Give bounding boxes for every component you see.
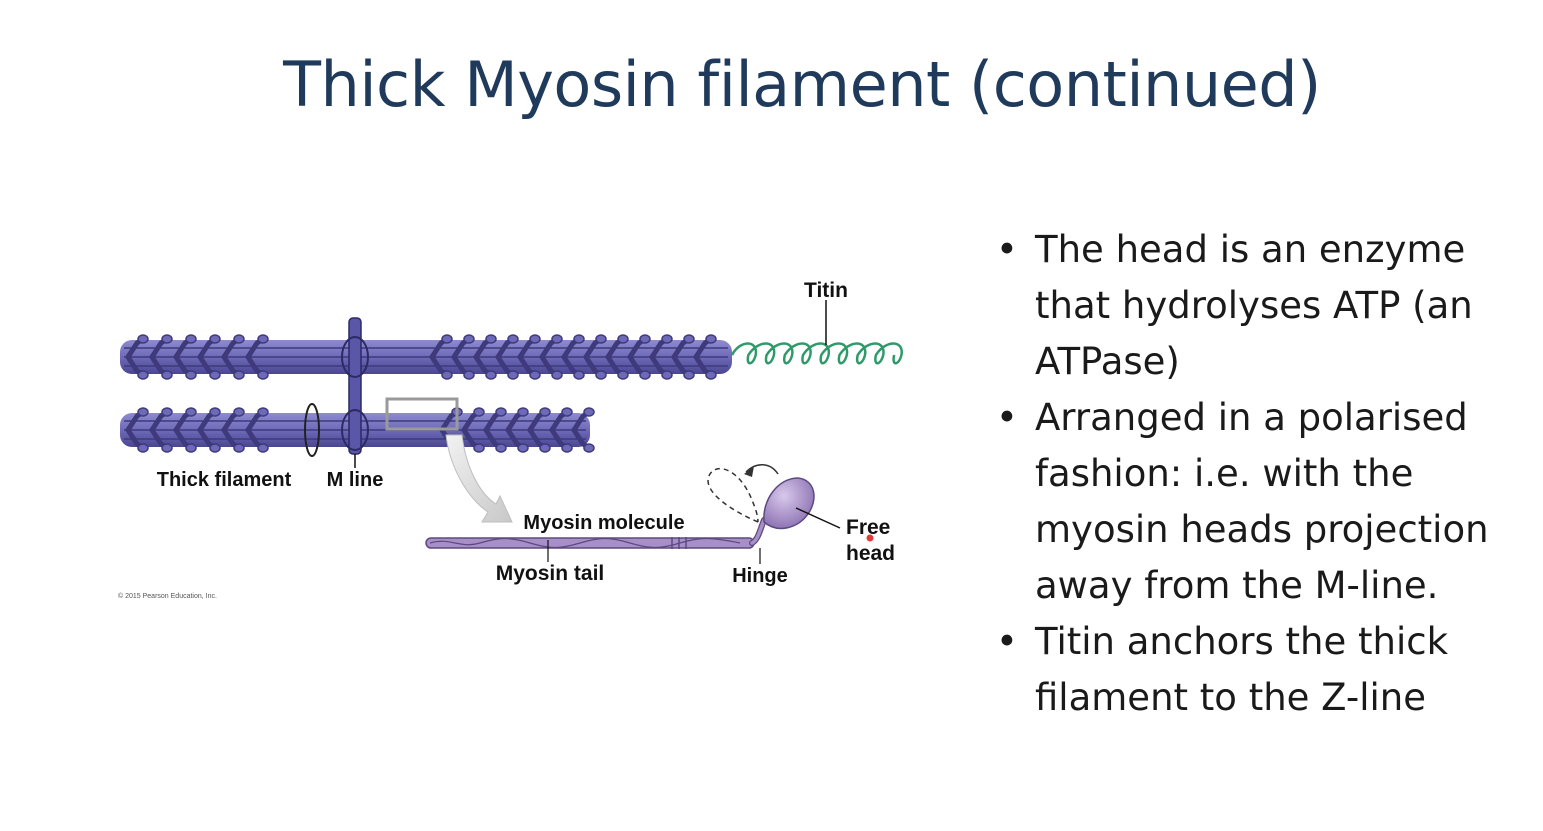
thick-filament-top [120, 334, 732, 380]
thick-filament-label: Thick filament [157, 469, 292, 491]
myosin-diagram: Titin Thick filament M line Myosin molec… [118, 279, 903, 600]
hinge-label: Hinge [732, 565, 788, 587]
free-head-label-line2: head [846, 542, 895, 565]
myosin-heads [125, 334, 717, 380]
bullet-item: The head is an enzyme that hydrolyses AT… [996, 222, 1536, 390]
bullet-item: Arranged in a polarised fashion: i.e. wi… [996, 390, 1536, 614]
slide-title: Thick Myosin filament (continued) [283, 48, 1321, 121]
titin-label: Titin [804, 279, 848, 302]
copyright-notice: © 2015 Pearson Education, Inc. [118, 592, 217, 600]
myosin-molecule [425, 464, 875, 564]
bullet-list: The head is an enzyme that hydrolyses AT… [996, 222, 1536, 726]
myosin-tail-label: Myosin tail [496, 562, 605, 585]
bullet-item: Titin anchors the thick filament to the … [996, 614, 1536, 726]
free-head-label-line1: Free [846, 516, 890, 539]
m-line-label: M line [327, 469, 384, 491]
myosin-molecule-label: Myosin molecule [523, 512, 684, 534]
zoom-box [385, 397, 459, 431]
zoom-arrow [445, 434, 513, 523]
free-head-shape [763, 477, 815, 530]
titin-spring [730, 300, 903, 365]
m-line-structure [341, 317, 369, 468]
